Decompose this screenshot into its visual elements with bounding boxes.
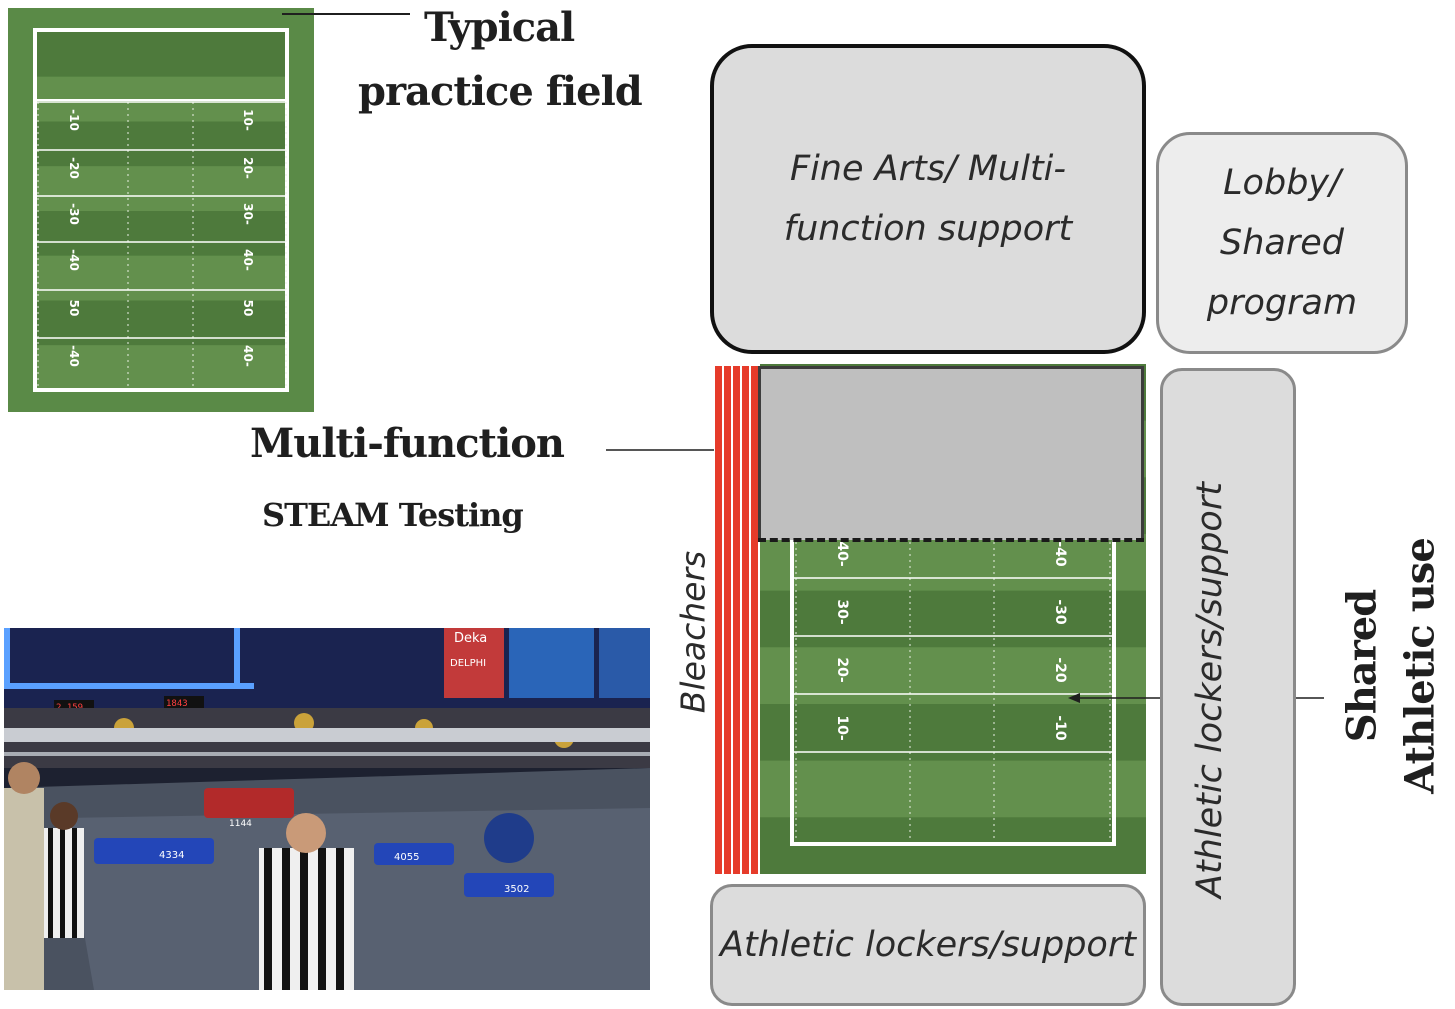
fine-arts-multi-function-box: Fine Arts/ Multi- function support [710, 44, 1146, 354]
lobby-label-line2: Shared [1220, 223, 1344, 263]
main-field-yard-number-right: -10 [1052, 715, 1068, 741]
svg-text:1144: 1144 [229, 819, 252, 829]
small-field-stripe [37, 211, 285, 256]
main-field-stripe [760, 590, 1146, 648]
main-field-yard-number-left: 10- [834, 715, 850, 740]
small-field-yard-number-right: 30- [241, 203, 255, 225]
practice-field-leader-line [282, 13, 410, 15]
robot-4334: 4334 [94, 838, 214, 864]
robot-4055: 4055 [374, 843, 454, 865]
small-field-yard-number-left: -30 [67, 203, 81, 225]
typical-practice-field-heading-line1: Typical [424, 4, 575, 51]
small-field-yard-number-left: -40 [67, 345, 81, 367]
typical-practice-field: -10 10- -20 20- -30 30- -40 40- 50 50 -40 40- [8, 8, 314, 412]
referee-figure [259, 813, 354, 990]
multi-function-heading: Multi-function [250, 420, 565, 467]
main-field-yard-number-left: 40- [834, 541, 850, 566]
small-field-stripe [37, 166, 285, 211]
small-field-yard-number-left: 50 [67, 300, 81, 317]
typical-practice-field-heading-line2: practice field [358, 68, 643, 115]
small-field-stripe [37, 345, 285, 390]
robot-3502: 3502 [464, 813, 554, 897]
robotics-competition-photo: Deka DELPHI 2 159 1843 1144 4334 4055 35… [4, 628, 650, 990]
svg-text:4055: 4055 [394, 852, 419, 863]
main-field-yard-number-left: 30- [834, 599, 850, 624]
scoreboard-b: 1843 [166, 699, 188, 709]
main-field-stripe [760, 534, 1146, 591]
small-field-yard-number-right: 50 [241, 300, 255, 317]
main-field-yard-number-left: 20- [834, 657, 850, 682]
fine-arts-label-line1: Fine Arts/ Multi- [789, 149, 1067, 189]
svg-text:3502: 3502 [504, 884, 529, 895]
athletic-lockers-vertical-label: Athletic lockers/support [1190, 482, 1230, 898]
main-field-stripe [760, 760, 1146, 818]
small-field-yard-number-left: -40 [67, 249, 81, 271]
small-field-yard-number-right: 10- [241, 109, 255, 131]
main-field-yard-number-right: -40 [1052, 541, 1068, 567]
steam-testing-area [758, 366, 1144, 540]
steam-testing-heading: STEAM Testing [262, 496, 524, 534]
small-field-yard-number-left: -10 [67, 109, 81, 131]
small-field-stripe [37, 255, 285, 301]
small-field-yard-number-right: 20- [241, 157, 255, 179]
bleachers [714, 366, 760, 874]
main-field-stripe [760, 704, 1146, 761]
bleachers-label: Bleachers [673, 550, 713, 714]
robot-1144: 1144 [204, 788, 294, 829]
small-field-stripe [37, 121, 285, 167]
athletic-lockers-bottom-box: Athletic lockers/support [710, 884, 1146, 1006]
banner-text-2: DELPHI [450, 658, 486, 669]
lobby-label-line3: program [1206, 283, 1358, 323]
athletic-lockers-bottom-label: Athletic lockers/support [720, 925, 1136, 965]
testing-area-dashed-boundary [758, 538, 1144, 542]
athletic-use-label: Athletic use [1396, 538, 1444, 794]
shared-label: Shared [1338, 589, 1386, 743]
athletic-lockers-vertical-box [1160, 368, 1296, 1006]
svg-text:4334: 4334 [159, 850, 184, 861]
main-field-yard-number-right: -30 [1052, 599, 1068, 625]
small-field-stripe [37, 32, 285, 77]
fine-arts-label-line2: function support [783, 209, 1073, 249]
lobby-shared-program-box: Lobby/ Shared program [1156, 132, 1408, 354]
banner-text-1: Deka [454, 631, 487, 646]
main-field-yard-number-right: -20 [1052, 657, 1068, 683]
small-field-yard-number-right: 40- [241, 345, 255, 367]
small-field-yard-number-right: 40- [241, 249, 255, 271]
referee-figure-2 [44, 802, 84, 938]
lobby-label-line1: Lobby/ [1223, 163, 1341, 203]
small-field-yard-number-left: -20 [67, 157, 81, 179]
